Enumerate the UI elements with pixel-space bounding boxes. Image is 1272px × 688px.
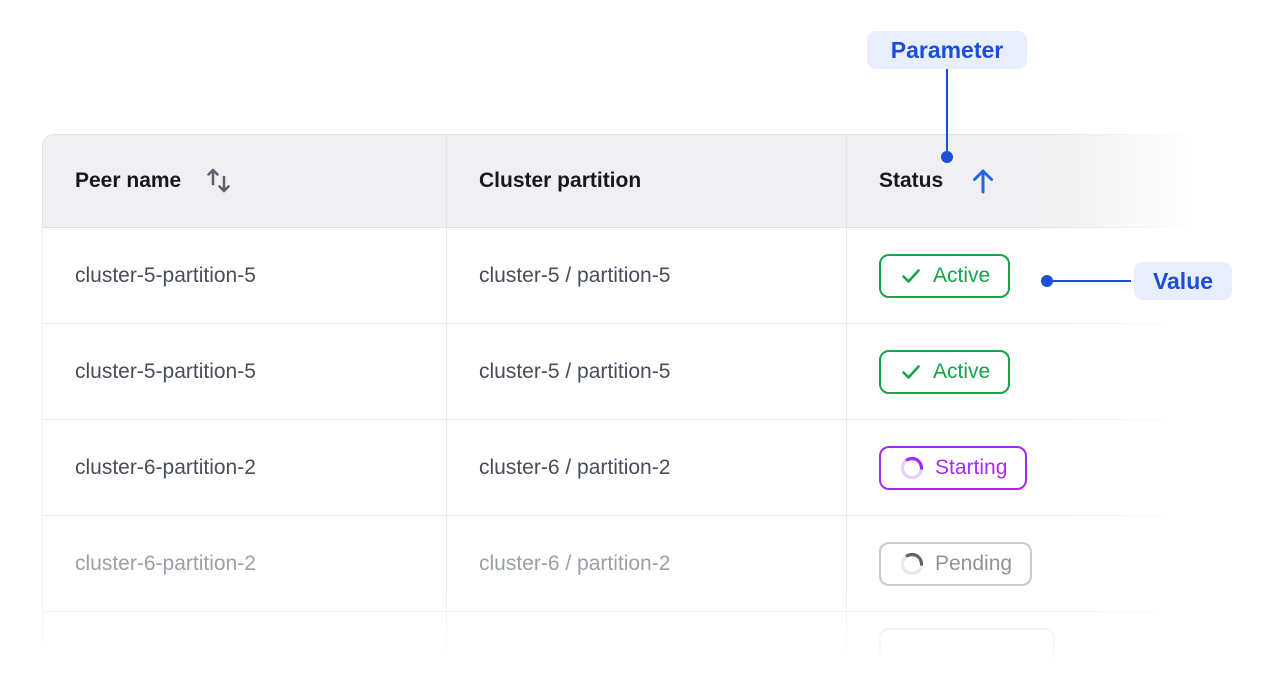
cell-status: Pending	[847, 516, 1272, 611]
cell-cluster-partition: cluster-6 / partition-2	[447, 516, 847, 611]
status-badge: Active	[879, 253, 1011, 298]
status-badge-label: Active	[933, 263, 991, 287]
cell-cluster-partition: cluster-5 / partition-5	[447, 324, 847, 419]
cell-peer-name: cluster-6-partition-2	[43, 420, 447, 515]
check-icon	[899, 264, 923, 288]
cell-cluster-partition: cluster-5 / partition-5	[447, 228, 847, 323]
column-header-label: Status	[879, 169, 944, 192]
parameter-callout-line	[946, 69, 948, 151]
spinner-icon	[899, 551, 925, 577]
spinner-icon	[899, 455, 925, 481]
status-badge: Starting	[879, 445, 1028, 490]
value-callout-label: Value	[1134, 262, 1232, 300]
table-row[interactable]: cluster-5-partition-5 cluster-5 / partit…	[43, 228, 1272, 324]
parameter-callout-label: Parameter	[867, 31, 1027, 69]
peers-table: Peer name Cluster partition Status	[42, 134, 1272, 688]
status-badge-label: Active	[933, 359, 991, 383]
cell-status: Active	[847, 228, 1272, 323]
column-header-cluster-partition[interactable]: Cluster partition	[447, 135, 847, 227]
cell-peer-name: cluster-5-partition-5	[43, 228, 447, 323]
value-callout-text: Value	[1152, 267, 1214, 294]
cell-peer-name: cluster-6-partition-2	[43, 516, 447, 611]
table-row[interactable]: cluster-6-partition-2 cluster-6 / partit…	[43, 516, 1272, 612]
status-badge	[879, 628, 1055, 672]
status-badge-label: Pending	[935, 551, 1013, 575]
table-row[interactable]: cluster-6-partition-2 cluster-6 / partit…	[43, 420, 1272, 516]
table-body: cluster-5-partition-5 cluster-5 / partit…	[42, 228, 1272, 688]
status-badge: Pending	[879, 541, 1033, 586]
table-row[interactable]: cluster-5-partition-5 cluster-5 / partit…	[43, 324, 1272, 420]
column-header-status[interactable]: Status	[847, 135, 1272, 227]
column-header-peer-name[interactable]: Peer name	[43, 135, 447, 227]
status-badge-label: Starting	[935, 455, 1008, 479]
cell-status	[847, 612, 1272, 688]
column-header-label: Cluster partition	[479, 169, 642, 192]
status-badge: Active	[879, 349, 1011, 394]
value-callout-line	[1047, 280, 1131, 282]
cell-status: Active	[847, 324, 1272, 419]
arrow-up-icon	[969, 166, 997, 196]
cell-status: Starting	[847, 420, 1272, 515]
check-icon	[899, 360, 923, 384]
column-header-label: Peer name	[75, 169, 182, 192]
cell-peer-name: cluster-5-partition-5	[43, 324, 447, 419]
table-header-row: Peer name Cluster partition Status	[42, 134, 1272, 228]
parameter-callout-dot	[941, 151, 953, 163]
cell-cluster-partition: cluster-6 / partition-2	[447, 420, 847, 515]
cell-peer-name	[43, 612, 447, 688]
table-row[interactable]	[43, 612, 1272, 688]
cell-cluster-partition	[447, 612, 847, 688]
parameter-callout-text: Parameter	[890, 36, 1004, 63]
sort-arrows-icon	[205, 164, 233, 198]
